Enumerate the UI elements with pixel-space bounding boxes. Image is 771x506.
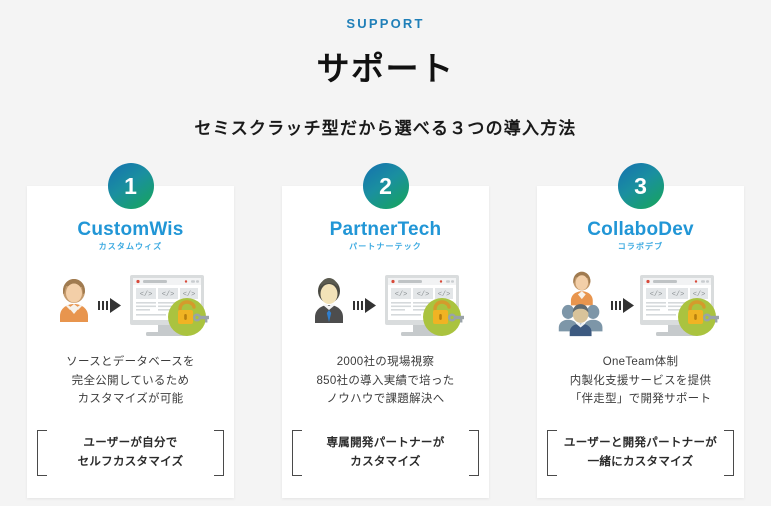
card-title: CollaboDev <box>587 219 694 240</box>
section-eyebrow-label: SUPPORT <box>346 16 425 31</box>
svg-text:</>: </> <box>182 291 195 299</box>
step-number-badge: 3 <box>617 163 664 209</box>
bracket-right-icon <box>214 430 224 476</box>
support-card-2[interactable]: 2 PartnerTech パートナーテック <box>282 163 489 498</box>
businessman-to-monitor-unlock-icon: </> </> </> <box>282 263 489 347</box>
desc-line: 完全公開しているため <box>71 374 190 387</box>
card-highlight-block: 専属開発パートナーが カスタマイズ <box>292 430 479 476</box>
step-number-badge: 2 <box>362 163 409 209</box>
user-to-monitor-unlock-icon: </> </> </> <box>27 263 234 347</box>
svg-text:</>: </> <box>161 291 174 299</box>
desc-line: ソースとデータベースを <box>66 356 195 368</box>
card-ruby-label: コラボデブ <box>617 242 664 251</box>
card-ruby-label: パートナーテック <box>349 242 422 251</box>
desc-line: OneTeam体制 <box>602 356 679 368</box>
step-number-badge: 1 <box>107 163 154 209</box>
highlight-line: ユーザーと開発パートナーが <box>563 437 718 450</box>
card-description: ソースとデータベースを 完全公開しているため カスタマイズが可能 <box>27 353 234 409</box>
bracket-left-icon <box>547 430 557 476</box>
svg-text:</>: </> <box>139 291 152 299</box>
page-subtitle: セミスクラッチ型だから選べる３つの導入方法 <box>194 119 577 139</box>
card-description: 2000社の現場視察 850社の導入実績で培った ノウハウで課題解決へ <box>282 353 489 409</box>
bracket-right-icon <box>469 430 479 476</box>
highlight-line: 一緒にカスタマイズ <box>587 456 694 468</box>
section-header: SUPPORT サポート セミスクラッチ型だから選べる３つの導入方法 <box>0 0 771 139</box>
svg-text:</>: </> <box>394 291 407 299</box>
card-ruby-label: カスタムウィズ <box>98 242 163 251</box>
card-highlight-block: ユーザーが自分で セルフカスタマイズ <box>37 430 224 476</box>
svg-text:</>: </> <box>416 291 429 299</box>
card-title: CustomWis <box>77 219 184 240</box>
svg-text:</>: </> <box>437 291 450 299</box>
user-and-team-to-monitor-unlock-icon: </> </> </> <box>537 263 744 347</box>
card-description: OneTeam体制 内製化支援サービスを提供 「伴走型」で開発サポート <box>537 353 744 409</box>
card-highlight-text: ユーザーが自分で セルフカスタマイズ <box>47 434 214 471</box>
desc-line: 内製化支援サービスを提供 <box>569 374 712 387</box>
desc-line: 850社の導入実績で培った <box>316 374 455 387</box>
svg-text:</>: </> <box>671 291 684 299</box>
page-title: サポート <box>316 50 455 87</box>
card-highlight-text: ユーザーと開発パートナーが 一緒にカスタマイズ <box>557 434 724 471</box>
support-cards-row: 1 CustomWis カスタムウィズ <box>27 163 744 498</box>
bracket-left-icon <box>37 430 47 476</box>
highlight-line: カスタマイズ <box>350 456 421 468</box>
desc-line: ノウハウで課題解決へ <box>326 393 445 406</box>
card-highlight-text: 専属開発パートナーが カスタマイズ <box>302 434 469 471</box>
desc-line: カスタマイズが可能 <box>77 393 184 406</box>
svg-text:</>: </> <box>649 291 662 299</box>
desc-line: 「伴走型」で開発サポート <box>569 393 712 406</box>
support-card-1[interactable]: 1 CustomWis カスタムウィズ <box>27 163 234 498</box>
highlight-line: ユーザーが自分で <box>83 437 178 450</box>
bracket-left-icon <box>292 430 302 476</box>
bracket-right-icon <box>724 430 734 476</box>
svg-text:</>: </> <box>692 291 705 299</box>
support-card-3[interactable]: 3 CollaboDev コラボデブ <box>537 163 744 498</box>
card-title: PartnerTech <box>329 219 442 240</box>
highlight-line: 専属開発パートナーが <box>326 437 445 450</box>
desc-line: 2000社の現場視察 <box>336 356 435 368</box>
card-highlight-block: ユーザーと開発パートナーが 一緒にカスタマイズ <box>547 430 734 476</box>
highlight-line: セルフカスタマイズ <box>77 456 184 468</box>
